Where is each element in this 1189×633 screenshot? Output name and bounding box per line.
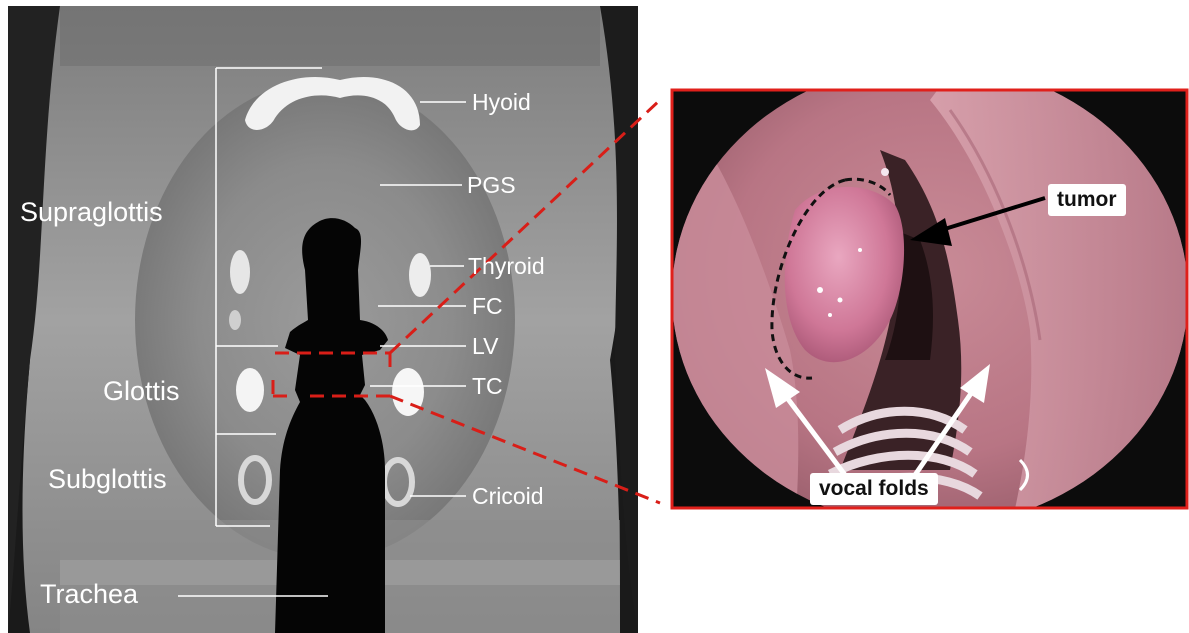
ct-scan-image — [8, 6, 638, 633]
label-glottis: Glottis — [103, 378, 180, 405]
label-fc: FC — [472, 295, 503, 318]
label-trachea: Trachea — [40, 581, 138, 608]
label-cricoid: Cricoid — [472, 485, 544, 508]
label-tumor: tumor — [1048, 184, 1126, 216]
label-subglottis: Subglottis — [48, 466, 167, 493]
label-tc: TC — [472, 375, 503, 398]
label-vocal-folds: vocal folds — [810, 473, 938, 505]
endoscopy-image — [672, 60, 1189, 530]
label-pgs: PGS — [467, 174, 516, 197]
label-lv: LV — [472, 335, 498, 358]
label-thyroid: Thyroid — [468, 255, 545, 278]
label-hyoid: Hyoid — [472, 91, 531, 114]
label-supraglottis: Supraglottis — [20, 199, 163, 226]
